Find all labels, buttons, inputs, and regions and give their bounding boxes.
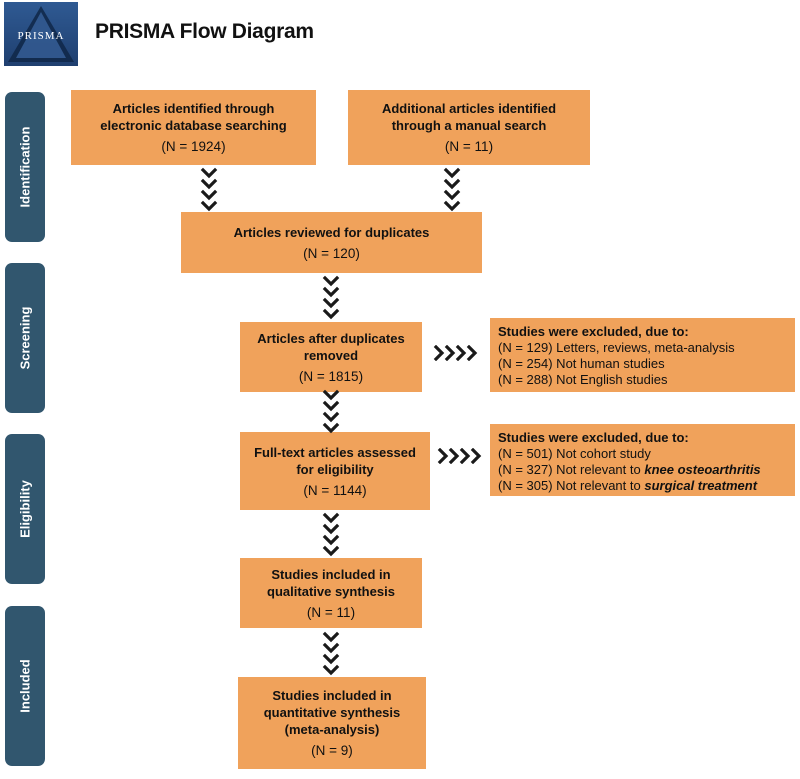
exclusion-line: (N = 129) Letters, reviews, meta-analysi…	[498, 340, 735, 355]
box-count: (N = 1815)	[298, 368, 364, 384]
box-count: (N = 9)	[311, 743, 353, 758]
box-count: (N = 1144)	[303, 482, 367, 498]
right-arrow-eligibility-exclusion	[437, 448, 482, 464]
prisma-logo-graphic	[8, 6, 74, 62]
box-duplicates-review: Articles reviewed for duplicates (N = 12…	[181, 212, 482, 273]
box-fulltext-assessed: Full-text articles assessed for eligibil…	[240, 432, 430, 510]
phase-eligibility: Eligibility	[5, 434, 45, 584]
box-title: Studies included in quantitative synthes…	[263, 688, 401, 737]
exclusion-line: (N = 327) Not relevant to knee osteoarth…	[498, 462, 761, 477]
box-title: Articles reviewed for duplicates	[233, 224, 430, 240]
down-arrow-to-quantitative	[322, 631, 340, 676]
box-qualitative-synthesis: Studies included in qualitative synthesi…	[240, 558, 422, 628]
exclusion-heading: Studies were excluded, due to:	[498, 324, 689, 339]
phase-screening: Screening	[5, 263, 45, 413]
phase-label: Eligibility	[17, 480, 33, 538]
box-manual-search: Additional articles identified through a…	[348, 90, 590, 165]
down-arrow-to-screening	[322, 275, 340, 320]
phase-label: Included	[17, 659, 33, 713]
phase-label: Screening	[17, 306, 33, 370]
exclusion-line: (N = 288) Not English studies	[498, 372, 668, 387]
down-arrow-to-fulltext	[322, 389, 340, 434]
box-quantitative-synthesis: Studies included in quantitative synthes…	[238, 677, 426, 769]
right-arrow-screening-exclusion	[433, 345, 478, 361]
box-count: (N = 11)	[306, 604, 356, 620]
phase-identification: Identification	[5, 92, 45, 242]
exclusion-line: (N = 501) Not cohort study	[498, 446, 651, 461]
logo-text: PRISMA	[17, 30, 65, 42]
box-count: (N = 120)	[303, 245, 360, 261]
exclusion-line: (N = 254) Not human studies	[498, 356, 665, 371]
down-arrow-manual	[443, 167, 461, 212]
box-after-duplicates: Articles after duplicates removed (N = 1…	[240, 322, 422, 392]
exclusion-heading: Studies were excluded, due to:	[498, 430, 689, 445]
exclusion-box-eligibility: Studies were excluded, due to: (N = 501)…	[490, 424, 795, 496]
page-title: PRISMA Flow Diagram	[95, 20, 314, 43]
box-title: Articles identified through electronic d…	[100, 101, 287, 133]
box-count: (N = 11)	[444, 139, 494, 154]
prisma-logo: PRISMA	[4, 2, 78, 66]
exclusion-box-screening: Studies were excluded, due to: (N = 129)…	[490, 318, 795, 392]
box-title: Studies included in qualitative synthesi…	[267, 566, 395, 599]
box-database-search: Articles identified through electronic d…	[71, 90, 316, 165]
box-title: Additional articles identified through a…	[381, 101, 557, 133]
box-count: (N = 1924)	[161, 139, 226, 154]
down-arrow-database	[200, 167, 218, 212]
down-arrow-to-qualitative	[322, 512, 340, 557]
box-title: Articles after duplicates removed	[257, 330, 405, 363]
exclusion-line: (N = 305) Not relevant to surgical treat…	[498, 478, 758, 493]
box-title: Full-text articles assessed for eligibil…	[254, 444, 416, 477]
phase-label: Identification	[17, 126, 33, 208]
phase-included: Included	[5, 606, 45, 766]
